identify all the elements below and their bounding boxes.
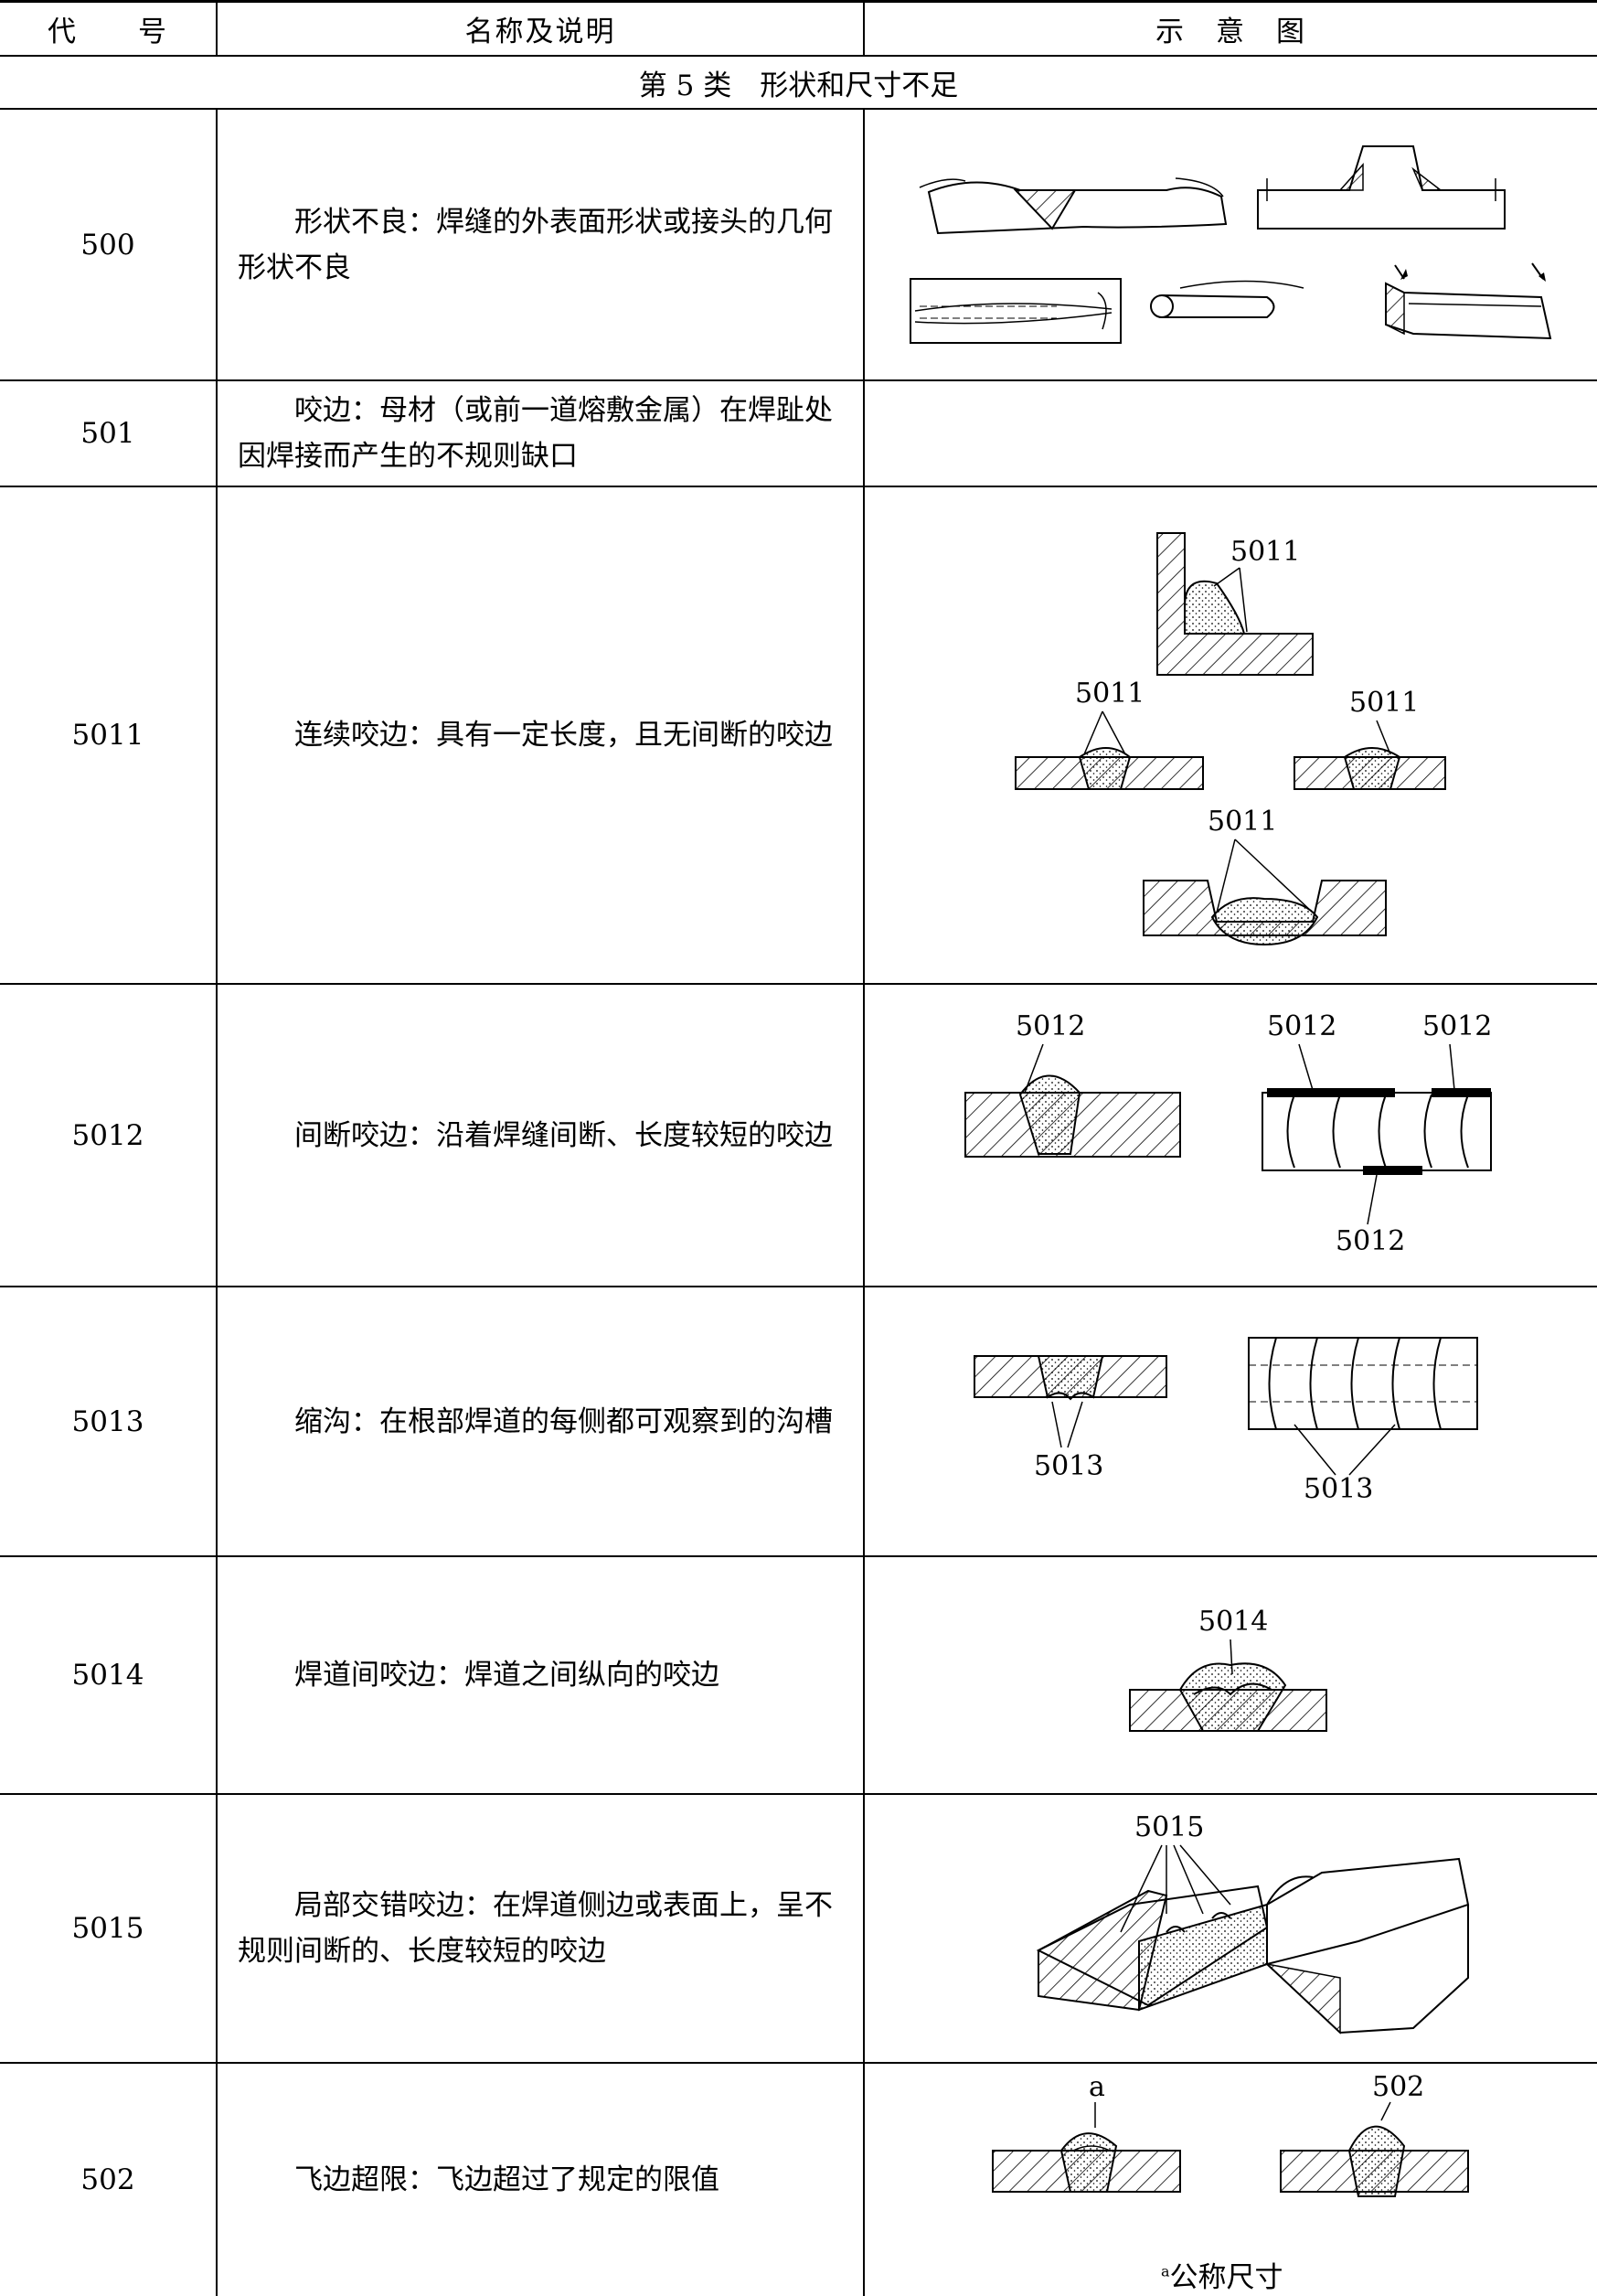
row-5013-figure: 5013 5013 [865, 1287, 1597, 1555]
label-5015: 5015 [1134, 1811, 1204, 1843]
rule-row-501 [0, 486, 1597, 487]
root-side-view [1248, 1337, 1478, 1430]
row-502-figure: a 502 [865, 2064, 1597, 2247]
label-5011-fillet: 5011 [1230, 536, 1300, 568]
row-5012-figure: 5012 5012 5012 5012 [865, 985, 1597, 1286]
sporadic-undercut-illustration: 5015 [1036, 1811, 1470, 2034]
label-5011-left: 5011 [1075, 678, 1145, 710]
shape-defect-illustration [910, 145, 1552, 344]
header-name: 名称及说明 [464, 16, 616, 48]
rule-category [0, 108, 1597, 110]
row-500-desc: 形状不良：焊缝的外表面形状或接头的几何形状不良 [218, 110, 863, 379]
header-figure: 示 意 图 [1155, 16, 1306, 48]
misaligned-plate-sketch [919, 177, 1228, 235]
weld-bead-top-view [910, 278, 1122, 344]
rule-header [0, 55, 1597, 57]
row-501-code: 501 [80, 417, 135, 450]
row-500-desc-text: 形状不良：焊缝的外表面形状或接头的几何形状不良 [238, 205, 833, 284]
row-5012-desc: 间断咬边：沿着焊缝间断、长度较短的咬边 [218, 985, 863, 1286]
header-code: 代 号 [48, 16, 168, 48]
row-5011-figure: 5011 5011 5011 5011 [865, 487, 1597, 983]
row-502-desc: 飞边超限：飞边超过了规定的限值 [218, 2064, 863, 2296]
nominal-weld-sketch [992, 2132, 1181, 2193]
row-5011-desc-text: 连续咬边：具有一定长度，且无间断的咬边 [294, 719, 833, 752]
row-5015-code: 5015 [71, 1912, 144, 1945]
vrule-b [863, 108, 865, 2296]
row-5015-desc-text: 局部交错咬边：在焊道侧边或表面上，呈不规则间断的、长度较短的咬边 [238, 1889, 833, 1968]
rule-row-5013 [0, 1555, 1597, 1557]
butt-weld-cross-section [964, 1074, 1181, 1158]
label-5011-right: 5011 [1349, 687, 1419, 719]
label-5012-top-left: 5012 [1267, 1010, 1336, 1042]
row-500-code: 500 [80, 228, 135, 262]
excess-weld-sketch [1280, 2125, 1469, 2197]
footnote: a公称尺寸 [1161, 2254, 1283, 2295]
rule-row-5015 [0, 2062, 1597, 2064]
rule-row-5014 [0, 1793, 1597, 1795]
row-5011-desc: 连续咬边：具有一定长度，且无间断的咬边 [218, 487, 863, 983]
rule-row-5011 [0, 983, 1597, 985]
continuous-undercut-illustration: 5011 5011 5011 5011 [1015, 532, 1446, 946]
row-500-figure [865, 110, 1597, 379]
vrule-a-header [216, 0, 218, 55]
row-5015-figure: 5015 [865, 1795, 1597, 2062]
multi-run-weld-sketch [1129, 1662, 1327, 1732]
row-501-figure [865, 381, 1597, 486]
butt-weld-right-sketch [1294, 747, 1446, 790]
intermittent-undercut-illustration: 5012 5012 5012 5012 [964, 1010, 1492, 1257]
row-502-desc-text: 飞边超限：飞边超过了规定的限值 [294, 2163, 719, 2196]
row-5014-desc-text: 焊道间咬边：焊道之间纵向的咬边 [294, 1659, 719, 1692]
inter-run-undercut-illustration: 5014 [1129, 1606, 1327, 1732]
footnote-text: 公称尺寸 [1169, 2261, 1283, 2294]
t-joint-3d-sketch [1036, 1857, 1470, 2034]
label-a: a [1089, 2071, 1105, 2103]
row-5013-desc: 缩沟：在根部焊道的每侧都可观察到的沟槽 [218, 1287, 863, 1555]
root-cross-section [974, 1355, 1167, 1401]
row-5012-code: 5012 [71, 1118, 144, 1152]
row-502-code: 502 [80, 2163, 135, 2196]
row-5012-desc-text: 间断咬边：沿着焊缝间断、长度较短的咬边 [294, 1118, 833, 1152]
rule-top [0, 0, 1597, 3]
row-501-desc-text: 咬边：母材（或前一道熔敷金属）在焊趾处因焊接而产生的不规则缺口 [238, 394, 833, 473]
row-5013-desc-text: 缩沟：在根部焊道的每侧都可观察到的沟槽 [294, 1404, 833, 1438]
row-5013-code: 5013 [71, 1404, 144, 1438]
excess-flash-illustration: a 502 [992, 2071, 1469, 2197]
label-5013-section: 5013 [1034, 1450, 1103, 1482]
label-5012-section: 5012 [1016, 1010, 1085, 1042]
rule-row-500 [0, 379, 1597, 381]
rule-row-5012 [0, 1286, 1597, 1287]
label-5014: 5014 [1198, 1606, 1268, 1638]
butt-weld-left-sketch [1015, 747, 1204, 790]
v-groove-sketch [1143, 880, 1387, 946]
corner-joint-sketch [1385, 262, 1552, 340]
label-5013-side: 5013 [1304, 1473, 1373, 1505]
label-5012-bottom: 5012 [1336, 1225, 1405, 1257]
vrule-a [216, 108, 218, 2296]
row-5014-figure: 5014 [865, 1557, 1597, 1793]
row-5015-desc: 局部交错咬边：在焊道侧边或表面上，呈不规则间断的、长度较短的咬边 [218, 1795, 863, 2062]
row-5011-code: 5011 [71, 719, 144, 752]
vrule-b-header [863, 0, 865, 55]
row-5014-desc: 焊道间咬边：焊道之间纵向的咬边 [218, 1557, 863, 1793]
root-groove-illustration: 5013 5013 [974, 1337, 1478, 1505]
t-joint-sketch [1257, 145, 1506, 230]
footnote-mark: a [1161, 2262, 1170, 2280]
label-5012-top-right: 5012 [1422, 1010, 1492, 1042]
label-5011-groove: 5011 [1208, 806, 1277, 838]
row-501-desc: 咬边：母材（或前一道熔敷金属）在焊趾处因焊接而产生的不规则缺口 [218, 381, 863, 486]
pipe-sketch [1150, 280, 1304, 318]
weld-bead-side-view [1262, 1088, 1492, 1175]
row-5014-code: 5014 [71, 1659, 144, 1692]
category-title: 第 5 类 形状和尺寸不足 [638, 69, 959, 102]
label-502: 502 [1372, 2071, 1424, 2103]
